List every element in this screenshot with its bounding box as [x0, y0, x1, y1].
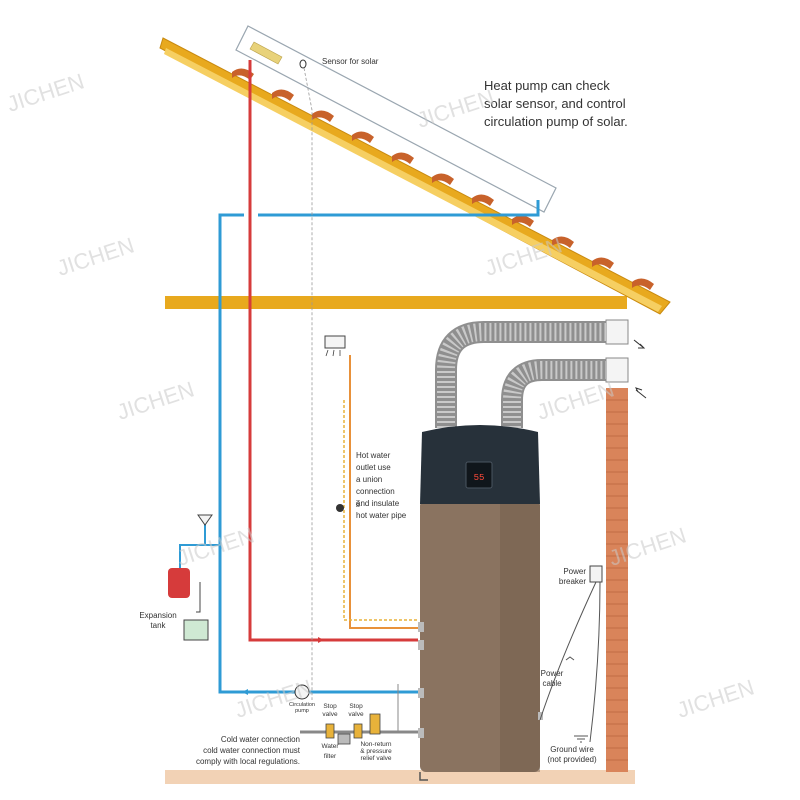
ground-symbol-icon	[574, 735, 588, 743]
hot-water-outlet-line: hot	[324, 335, 418, 629]
safety-valve-icon	[197, 514, 213, 526]
watermark: JICHEN	[674, 674, 757, 722]
watermark: JICHEN	[174, 522, 257, 570]
svg-text:pump: pump	[295, 708, 309, 714]
port-hot-outlet	[418, 640, 424, 650]
power-supply	[539, 565, 603, 743]
brick-wall	[606, 388, 628, 772]
sensor-label: Sensor for solar	[322, 57, 379, 66]
sensor-wire	[303, 67, 313, 700]
solar-cold-pipe-top	[258, 200, 540, 217]
flow-arrow-icon	[318, 637, 324, 643]
solar-hot-pipe	[248, 60, 418, 642]
svg-text:a union: a union	[356, 475, 382, 484]
watermark: JICHEN	[114, 376, 197, 424]
roof	[159, 37, 671, 315]
watermark: JICHEN	[534, 376, 617, 424]
stop-valve-icon	[353, 723, 363, 739]
control-display	[465, 461, 493, 489]
svg-text:Hot water: Hot water	[356, 451, 391, 460]
svg-text:cable: cable	[542, 679, 562, 688]
svg-text:filter: filter	[324, 753, 337, 760]
svg-text:breaker: breaker	[559, 577, 586, 586]
expansion-tank-label: Expansion tank	[139, 611, 176, 630]
svg-text:Expansion: Expansion	[139, 611, 176, 620]
floor-slab	[165, 770, 635, 784]
svg-text:Stop: Stop	[349, 703, 363, 710]
hot-water-label: Hot water outlet use a union connection …	[356, 451, 407, 520]
svg-text:and insulate: and insulate	[356, 499, 400, 508]
svg-text:hot: hot	[354, 500, 360, 508]
port-cold-inlet	[418, 728, 424, 738]
attic-beam	[165, 296, 627, 309]
svg-text:connection: connection	[356, 487, 395, 496]
hot-water-valve-icon	[336, 504, 344, 512]
svg-text:Circulation: Circulation	[289, 702, 315, 708]
svg-text:relief valve: relief valve	[360, 755, 391, 762]
faucet-icon	[324, 335, 346, 349]
watermark: JICHEN	[232, 674, 315, 722]
headline-line: circulation pump of solar.	[484, 114, 628, 129]
watermark: JICHEN	[54, 232, 137, 280]
circulation-pump-icon	[294, 684, 310, 700]
intake-arrow-icon	[635, 387, 647, 399]
svg-text:cold water connection must: cold water connection must	[203, 746, 301, 755]
solar-collector	[235, 25, 557, 213]
roof-tiles	[232, 68, 654, 290]
svg-text:Ground wire: Ground wire	[550, 745, 594, 754]
svg-text:hot water pipe: hot water pipe	[356, 511, 407, 520]
svg-text:& pressure: & pressure	[360, 748, 392, 755]
flexible-ducts	[435, 321, 606, 428]
exhaust-arrow-icon	[633, 339, 646, 349]
plumbing-valves	[294, 684, 418, 745]
svg-text:Non-return: Non-return	[360, 741, 391, 748]
watermark: JICHEN	[4, 68, 87, 116]
drain-fitting	[419, 772, 428, 781]
power-breaker-label: Power breaker	[559, 567, 586, 586]
stop-valve-label-1: Stop valve	[322, 703, 338, 718]
headline-line: Heat pump can check	[484, 78, 610, 93]
svg-text:Cold water connection: Cold water connection	[221, 735, 300, 744]
power-cable-label: Power cable	[541, 669, 564, 688]
cold-water-label: Cold water connection cold water connect…	[196, 735, 301, 766]
expansion-tank-assembly	[168, 514, 220, 641]
non-return-valve-label: Non-return & pressure relief valve	[360, 741, 392, 762]
power-cable-line	[539, 581, 597, 721]
svg-text:tank: tank	[150, 621, 166, 630]
svg-text:Water: Water	[321, 743, 339, 750]
stop-valve-icon	[325, 723, 335, 739]
port-solar-return	[418, 688, 424, 698]
relief-valve-icon	[369, 713, 381, 735]
flow-arrow-icon	[242, 689, 248, 695]
svg-text:(not provided): (not provided)	[547, 755, 597, 764]
svg-text:valve: valve	[348, 711, 364, 718]
svg-text:Power: Power	[563, 567, 586, 576]
tank-body	[420, 500, 540, 772]
headline: Heat pump can check solar sensor, and co…	[484, 78, 628, 129]
display-readout: 55	[474, 473, 485, 483]
svg-text:Stop: Stop	[323, 703, 337, 710]
solar-cold-pipe	[218, 213, 418, 694]
headline-line: solar sensor, and control	[484, 96, 626, 111]
port-hot-return	[418, 622, 424, 632]
water-filter-icon	[337, 733, 351, 745]
water-filter-label: Water filter	[321, 743, 339, 760]
expansion-tank-icon	[168, 568, 190, 598]
heat-pump-water-heater: 55	[418, 425, 543, 781]
svg-text:valve: valve	[322, 711, 338, 718]
svg-text:comply with local regulations.: comply with local regulations.	[196, 757, 300, 766]
svg-text:outlet use: outlet use	[356, 463, 391, 472]
circulation-pump-label: Circulation pump	[289, 702, 315, 714]
duct-vents	[605, 319, 647, 399]
power-breaker-icon	[589, 565, 603, 583]
svg-text:Power: Power	[541, 669, 564, 678]
solar-sensor	[299, 59, 307, 69]
stop-valve-label-2: Stop valve	[348, 703, 364, 718]
ground-wire-label: Ground wire (not provided)	[547, 745, 597, 764]
solar-sensor-pad	[249, 41, 283, 65]
ground-wire-line	[589, 581, 601, 743]
drain-bucket-icon	[183, 619, 209, 641]
